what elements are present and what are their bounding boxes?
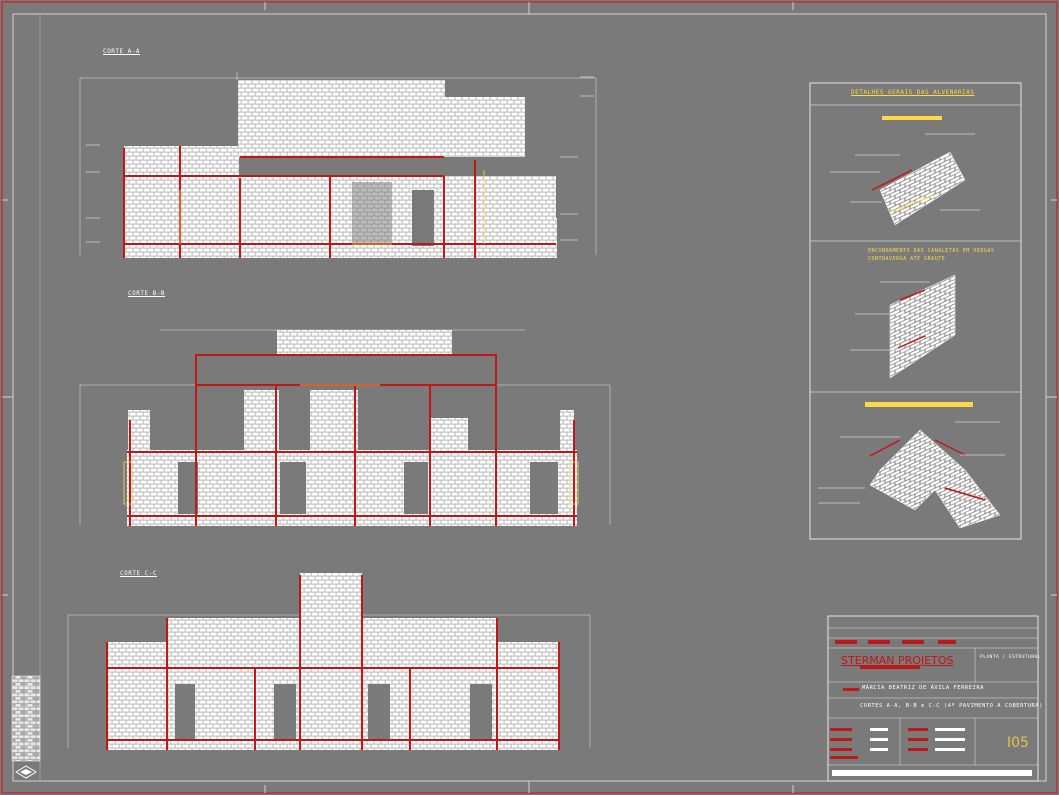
- details-panel: [809, 82, 1022, 540]
- section-b-b-title: CORTE B-B: [128, 290, 166, 297]
- section-c-c-drawing: [67, 573, 591, 750]
- logo-mark: [15, 765, 37, 779]
- sheet-number: I05: [1007, 735, 1029, 751]
- firm-name: STERMAN PROJETOS: [841, 654, 954, 667]
- block-legend-table: [11, 675, 41, 762]
- client-name: MÁRCIA BEATRIZ DE ÁVILA FERREIRA: [862, 685, 984, 691]
- section-a-a-drawing: [79, 72, 597, 258]
- details-note-line-2: CONTRAVERGA ATE GRAUTE: [868, 256, 946, 262]
- sheet-contents: CORTES A-A, B-B e C-C (4º PAVIMENTO A CO…: [860, 703, 1043, 709]
- section-a-a-title: CORTE A-A: [103, 48, 141, 55]
- details-title: DETALHES GERAIS DAS ALVENARIAS: [851, 89, 975, 96]
- title-block-frame: [827, 615, 1039, 782]
- section-c-c-title: CORTE C-C: [120, 570, 158, 577]
- details-note-line-1: ENCUNHAMENTO DAS CANALETAS EM VERGAS: [868, 248, 995, 254]
- section-b-b-drawing: [79, 329, 611, 526]
- sheet-label: PLANTA / ESTRUTURAL: [980, 655, 1041, 660]
- frame-line: [39, 13, 1047, 782]
